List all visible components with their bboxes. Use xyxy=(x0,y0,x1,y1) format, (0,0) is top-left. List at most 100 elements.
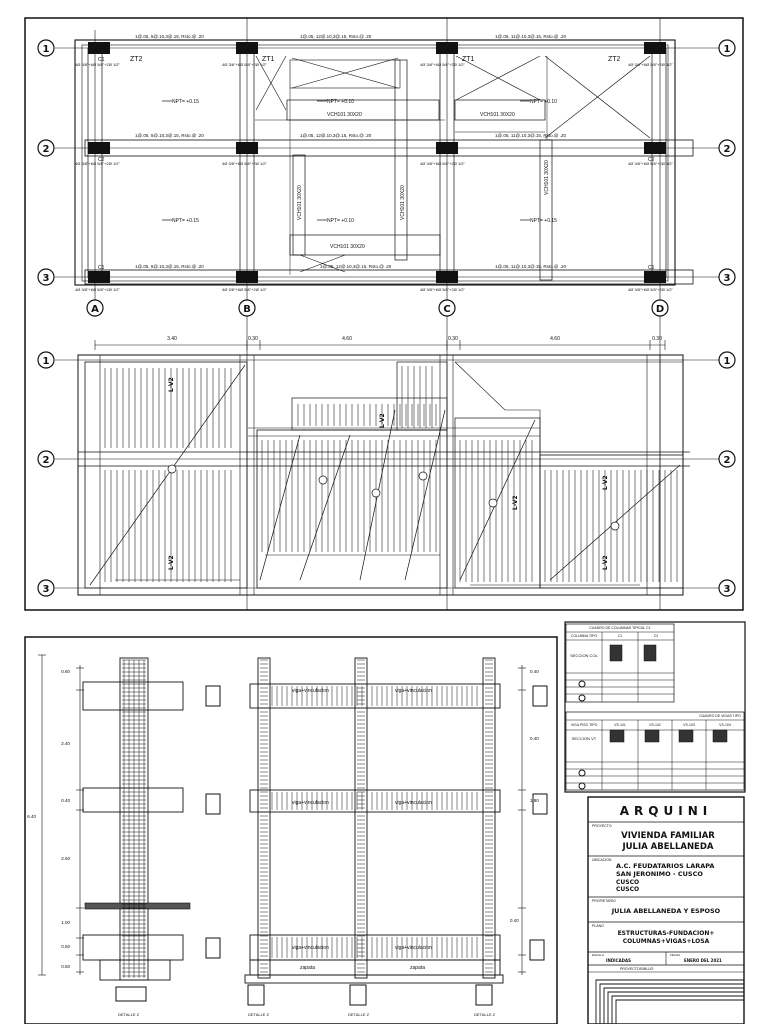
column-rebar-label: 4Ø 3/8"+6Ø 5/8"+2Ø 1/2" xyxy=(75,62,121,67)
field-label: FECHA xyxy=(670,953,680,957)
column-rebar-label: 4Ø 3/8"+6Ø 5/8"+2Ø 1/2" xyxy=(75,161,121,166)
beam-label: viga+vinculacion xyxy=(395,800,432,806)
grid-row-label: 1 xyxy=(43,356,50,367)
title-block: ARQUINI PROYECTO VIVIENDA FAMILIAR JULIA… xyxy=(587,796,745,1024)
beam-label: VCH101 30X20 xyxy=(400,185,406,220)
slab-plan xyxy=(55,340,719,596)
footing-tag: ZT1 xyxy=(262,56,275,63)
rebar-spacing-label: 1@.05, 11@.10,3@.15, Rsto.@ .20 xyxy=(495,34,566,39)
dimension-label: 0.40 xyxy=(510,918,519,923)
table-header: VS-102 xyxy=(649,723,661,727)
table-header: VS-104 xyxy=(719,723,731,727)
dimension-label: 4.60 xyxy=(342,336,352,342)
level-label: NPT= +0.10 xyxy=(327,99,354,105)
rebar-spacing-label: 1@.05, 12@.10,3@.15, Rsto.@ .20 xyxy=(300,34,372,39)
location-line: SAN JERONIMO - CUSCO xyxy=(616,870,703,878)
level-label: NPT= +0.10 xyxy=(530,99,557,105)
detail-label: DETALLE Z xyxy=(118,1012,140,1017)
dimension-label: 1.00 xyxy=(61,920,70,925)
owner-name: JULIA ABELLANEDA Y ESPOSO xyxy=(611,907,721,915)
grid-row-label: 2 xyxy=(724,455,731,466)
beam-label: VCH101 30X20 xyxy=(544,160,550,195)
joist-label: L-V2 xyxy=(379,413,386,428)
grid-bubble-row xyxy=(718,268,736,286)
joist-label: L-V2 xyxy=(168,555,175,570)
schedule-table-labels: CUADRO DE COLUMNAS TIPICAL C1 COLUMNA TI… xyxy=(570,626,741,741)
slab-labels: 3.40 0.30 4.60 0.30 4.60 0.30 L-V2 L-V2 … xyxy=(167,336,662,570)
location-line: CUSCO xyxy=(616,879,639,886)
field-label: ESCALA xyxy=(592,953,604,957)
grid-bubble-row xyxy=(37,139,55,157)
table-row-label: SECCION VT xyxy=(572,736,597,741)
field-label: PROYECTO/DIBUJO xyxy=(620,967,654,971)
grid-bubble-row xyxy=(37,579,55,597)
beam-label: viga+vinculacion xyxy=(292,688,329,694)
level-label: NPT= +0.15 xyxy=(172,99,199,105)
table-header: VIGA PISO TIPO xyxy=(571,723,598,727)
level-label: NPT= +0.15 xyxy=(172,218,199,224)
grid-row-label: 1 xyxy=(724,44,731,55)
foundation-plan xyxy=(55,18,720,610)
rebar-spacing-label: 1@.05, 12@.10,3@.15, Rsto.@ .20 xyxy=(300,133,372,138)
grid-row-label: 2 xyxy=(724,144,731,155)
grid-row-label: 2 xyxy=(43,144,50,155)
grid-col-label: D xyxy=(656,304,664,315)
elevation-frame xyxy=(24,636,558,1024)
rebar-spacing-label: 1@.05, 5@.10,3@.15, Rsto.@ .20 xyxy=(135,264,204,269)
footing-tag: ZT2 xyxy=(608,56,621,63)
column-rebar-label: 4Ø 3/8"+6Ø 5/8"+2Ø 1/2" xyxy=(628,161,674,166)
level-label: NPT= +0.10 xyxy=(327,218,354,224)
column-rebar-label: 4Ø 3/8"+6Ø 5/8"+2Ø 1/2" xyxy=(222,161,268,166)
grid-bubble-row xyxy=(37,39,55,57)
beam-label: VCH101 30X20 xyxy=(297,185,303,220)
grid-row-label: 3 xyxy=(724,584,731,595)
dimension-label: 0.40 xyxy=(530,736,539,741)
grid-bubble-row xyxy=(718,39,736,57)
joist-label: L-V2 xyxy=(602,555,609,570)
grid-row-label: 3 xyxy=(43,584,50,595)
sheet-title: ESTRUCTURAS-FUNDACION+ xyxy=(618,930,715,937)
column-rebar-label: 4Ø 3/8"+6Ø 5/8"+2Ø 1/2" xyxy=(420,287,466,292)
grid-bubble-row xyxy=(37,351,55,369)
project-name: VIVIENDA FAMILIAR xyxy=(621,831,715,841)
column-rebar-label: 4Ø 3/8"+6Ø 5/8"+2Ø 1/2" xyxy=(75,287,121,292)
slab-joists xyxy=(104,366,678,582)
detail-label: DETALLE Z xyxy=(348,1012,370,1017)
grid-row-label: 1 xyxy=(724,356,731,367)
grid-bubble-row xyxy=(37,268,55,286)
detail-label: DETALLE Z xyxy=(248,1012,270,1017)
footing-tag: ZT1 xyxy=(462,56,475,63)
dimension-label: 2.60 xyxy=(61,856,70,861)
field-label: PROPIETARIO xyxy=(592,899,616,903)
field-label: UBICACION xyxy=(592,858,612,862)
grid-bubble-col xyxy=(438,299,456,317)
location-line: A.C. FEUDATARIOS LARAPA xyxy=(616,862,714,870)
level-label: NPT= +0.15 xyxy=(530,218,557,224)
grid-bubble-row xyxy=(37,450,55,468)
column-tag: C1 xyxy=(648,265,655,271)
table-row-label: SECCION COL xyxy=(570,653,598,658)
table-header: COLUMNA TIPO xyxy=(571,634,598,638)
table-header: C2 xyxy=(654,634,659,638)
table-title: CUADRO DE COLUMNAS TIPICAL C1 xyxy=(589,626,650,630)
column-footing xyxy=(436,42,458,54)
table-header: VS-101 xyxy=(614,723,626,727)
grid-col-label: A xyxy=(91,304,99,315)
grid-row-label: 2 xyxy=(43,455,50,466)
column-footing xyxy=(644,271,666,283)
grid-bubbles: 1 2 3 1 2 3 A B C D 1 2 3 1 2 3 xyxy=(37,39,736,597)
date-value: ENERO DEL 2021 xyxy=(684,958,722,963)
elevation-drawing xyxy=(38,654,548,1006)
detail-label: DETALLE Z xyxy=(474,1012,496,1017)
slab-direction-markers xyxy=(89,364,681,586)
dimension-label: 0.30 xyxy=(652,336,662,342)
dimension-label: 0.30 xyxy=(248,336,258,342)
footing-label: zapata xyxy=(410,965,425,971)
dimension-label: 0.30 xyxy=(448,336,458,342)
beam-schedule-table xyxy=(565,711,745,791)
column-footing xyxy=(644,42,666,54)
rebar-spacing-label: 1@.05, 11@.10,3@.15, Rsto.@ .20 xyxy=(495,264,566,269)
grid-col-label: C xyxy=(443,304,450,315)
grid-row-label: 1 xyxy=(43,44,50,55)
column-rebar-label: 4Ø 3/8"+6Ø 5/8"+2Ø 1/2" xyxy=(420,62,466,67)
